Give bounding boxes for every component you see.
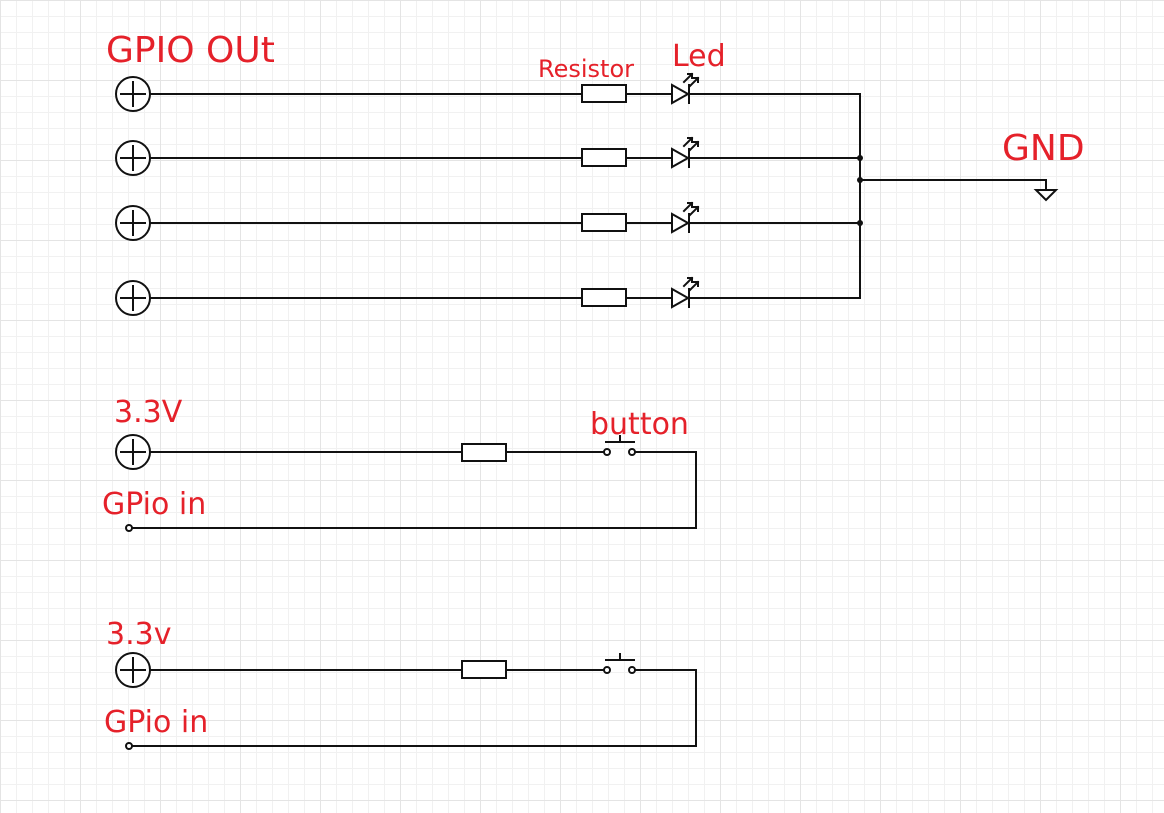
supply-terminal-1 [115,434,151,470]
gpio-out-terminal-2 [115,140,151,176]
button-input-circuit-2 [115,652,697,750]
led-2 [671,136,700,169]
gpio-out-terminal-1 [115,76,151,112]
junction-dot [857,220,863,226]
button-input-circuit-1 [115,434,697,532]
gpio-out-terminal-4 [115,280,151,316]
gpio-in-terminal-2 [125,742,133,750]
push-button-1 [603,435,636,456]
supply-terminal-2 [115,652,151,688]
resistor-4 [581,288,627,307]
led-output-circuit [115,72,1059,316]
led-channel-3 [115,201,861,241]
led-channel-2 [115,136,861,176]
button-label: button [590,407,689,442]
push-button-2 [603,653,636,674]
led-3 [671,201,700,234]
gpio-in-label-1: GPio in [102,487,206,522]
gpio-out-label: GPIO OUt [106,30,275,71]
gnd-label: GND [1002,128,1085,169]
resistor-label: Resistor [538,55,634,83]
gpio-in-label-2: GPio in [104,705,208,740]
gpio-in-terminal-1 [125,524,133,532]
led-channel-1 [115,72,861,112]
supply-label-2: 3.3v [106,617,171,652]
resistor-1 [581,84,627,103]
resistor-2 [581,148,627,167]
led-4 [671,276,700,309]
resistor-3 [581,213,627,232]
junction-dot [857,155,863,161]
led-1 [671,72,700,105]
pull-resistor-2 [461,660,507,679]
ground-symbol [1033,189,1059,202]
led-label: Led [672,39,726,74]
ground-bus [857,93,1059,299]
gpio-out-terminal-3 [115,205,151,241]
pull-resistor-1 [461,443,507,462]
supply-label-1: 3.3V [114,395,183,430]
led-channel-4 [115,276,861,316]
